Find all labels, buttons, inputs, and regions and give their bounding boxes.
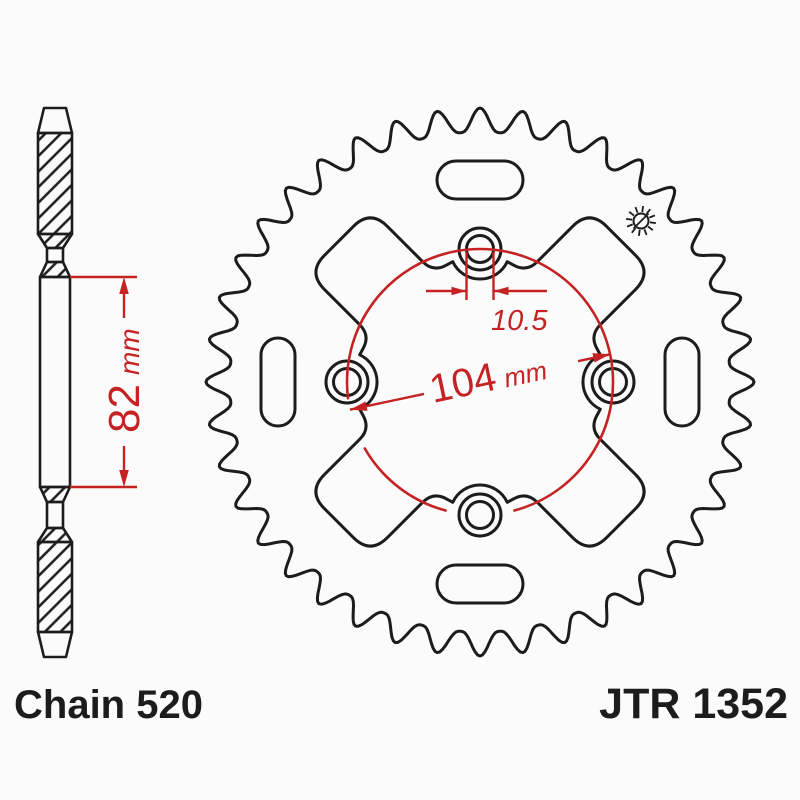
sunburst-ray xyxy=(626,223,634,228)
sprocket-teeth-outline xyxy=(204,106,756,658)
side-web-bottom xyxy=(45,500,65,530)
sunburst-ray xyxy=(628,211,635,217)
arrowhead xyxy=(451,286,467,296)
arrowhead xyxy=(119,277,129,294)
lightening-slot-left xyxy=(259,336,297,428)
lightening-slot-top xyxy=(435,159,525,201)
bolt-hole-bottom xyxy=(457,492,503,538)
side-view-cross-section xyxy=(36,106,74,659)
arrowhead xyxy=(349,401,368,411)
bolt-circle-arc-main xyxy=(345,247,615,512)
lightening-slot-bottom xyxy=(435,563,525,605)
side-tooth-tip-bottom xyxy=(36,630,74,659)
bolt-hole-dimension-label: 10.5 xyxy=(491,305,548,337)
side-chamfer-top-inner xyxy=(38,260,72,279)
arrowhead xyxy=(119,470,129,487)
sunburst-ray xyxy=(643,228,648,236)
bolt-circle-arc-lower-left xyxy=(363,447,447,512)
side-chamfer-bottom-outer xyxy=(36,526,74,544)
sunburst-ray xyxy=(625,218,633,221)
side-hub-plate xyxy=(38,275,72,489)
sunburst-ray xyxy=(647,225,654,231)
front-view xyxy=(204,106,756,658)
hub-width-unit: mm xyxy=(114,328,145,375)
sunburst-ray xyxy=(638,229,641,237)
arrowhead xyxy=(493,286,509,296)
hub-width-dimension-label: 82 mm xyxy=(100,328,149,433)
chain-label: Chain 520 xyxy=(14,683,203,727)
center-cutout-outline xyxy=(314,216,646,548)
side-chamfer-bottom-inner xyxy=(38,485,72,504)
bolt-circle-dimension-label: 104mm xyxy=(426,344,551,412)
bolt-circle-unit: mm xyxy=(501,355,550,393)
lightening-slot-right xyxy=(663,336,701,428)
bolt-circle-value: 104 xyxy=(426,355,500,412)
hub-width-value: 82 xyxy=(100,384,149,433)
sunburst-ray xyxy=(631,227,637,234)
sunburst-ray xyxy=(648,214,656,219)
arrowhead xyxy=(592,353,611,363)
side-hatched-tooth-block-top xyxy=(36,131,74,236)
sunburst-ray xyxy=(645,208,651,215)
dimension-arrows xyxy=(119,277,129,487)
dimension-arrows xyxy=(451,286,509,296)
side-hatched-tooth-block-bottom xyxy=(36,540,74,634)
dimension-10-5: 10.5 xyxy=(426,252,548,337)
side-web-top xyxy=(45,246,65,264)
dimension-82mm: 82 mm xyxy=(70,275,149,489)
sunburst-ray xyxy=(641,205,644,213)
dimension-104mm: 104mm xyxy=(345,247,615,512)
side-chamfer-top-outer xyxy=(36,232,74,250)
sunburst-icon xyxy=(625,205,657,237)
sunburst-ray xyxy=(634,206,639,214)
dimension-arrows xyxy=(349,353,611,411)
side-tooth-tip-top xyxy=(36,106,74,135)
sunburst-ray xyxy=(649,221,657,224)
model-label: JTR 1352 xyxy=(599,680,788,728)
